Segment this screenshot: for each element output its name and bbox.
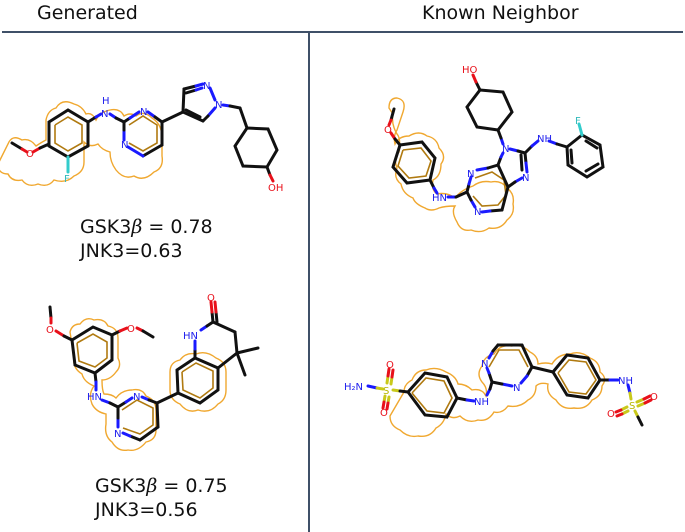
atom-label-nh: NH (474, 397, 489, 408)
gsk3b-label: GSK3 (80, 216, 132, 238)
atom-label-o: O (26, 149, 34, 160)
atom-label-n: N (467, 169, 474, 180)
atom-label-o: O (46, 325, 54, 336)
generated-2-scores: GSK3β = 0.75 JNK3=0.56 (95, 474, 228, 522)
atom-label-n: N (203, 81, 210, 92)
atom-label-o: O (380, 408, 388, 419)
gsk3b-value: = 0.78 (142, 216, 213, 238)
atom-label-f: F (64, 174, 70, 185)
atom-label-hn: HN (87, 392, 102, 403)
atom-label-o: O (384, 125, 392, 136)
atom-label-h: H (102, 96, 110, 107)
atom-label-o: O (386, 360, 394, 371)
atom-label-n: N (513, 383, 520, 394)
generated-1-scores: GSK3β = 0.78 JNK3=0.63 (80, 215, 213, 263)
atom-label-hn: HN (432, 193, 447, 204)
atom-label-n: N (114, 429, 121, 440)
atom-label-oh: OH (268, 183, 283, 194)
neighbor-molecule-1: HO O HN N N N N NH F (384, 65, 605, 233)
substructure-highlight (0, 101, 164, 187)
neighbor-molecule-2: H₂N S O O NH N N NH S O O (344, 343, 658, 438)
atom-label-o: O (127, 324, 135, 335)
atom-label-n: N (502, 144, 509, 155)
jnk3-score: JNK3=0.56 (95, 499, 198, 521)
atom-label-o: O (607, 409, 615, 420)
atom-label-n: N (474, 207, 481, 218)
jnk3-score: JNK3=0.63 (80, 240, 183, 262)
atom-label-o-carbonyl: O (207, 293, 215, 304)
atom-label-n: N (481, 359, 488, 370)
substructure-highlight (69, 317, 227, 452)
atom-label-s: S (629, 401, 635, 412)
gsk3b-score: GSK3β = 0.75 (95, 474, 228, 498)
gsk3b-score: GSK3β = 0.78 (80, 215, 213, 239)
atom-label-o: O (650, 392, 658, 403)
atom-label-n: N (522, 173, 529, 184)
generated-molecule-2: O O HN N N HN O (46, 293, 260, 452)
column-divider (308, 32, 310, 532)
substructure-highlight (388, 97, 515, 233)
generated-molecule-1: H N N N N N O F OH (0, 81, 283, 194)
atom-label-n: N (140, 107, 147, 118)
atom-label-n: N (215, 100, 222, 111)
atom-label-n: N (133, 392, 140, 403)
atom-label-hn-lactam: HN (183, 331, 198, 342)
atom-label-nh: NH (618, 376, 633, 387)
gsk3b-label: GSK3 (95, 475, 147, 497)
atom-label-n: N (101, 109, 108, 120)
header-divider (2, 31, 683, 33)
atom-label-h2n: H₂N (344, 382, 363, 393)
atom-label-nh: NH (537, 134, 552, 145)
generated-column-header: Generated (37, 2, 138, 24)
substructure-highlight (389, 344, 606, 438)
atom-label-n: N (121, 140, 128, 151)
beta-symbol: β (131, 216, 143, 238)
known-neighbor-column-header: Known Neighbor (422, 2, 579, 24)
atom-label-s: S (383, 386, 389, 397)
beta-symbol: β (146, 475, 158, 497)
atom-label-f: F (575, 116, 581, 127)
atom-label-ho: HO (462, 65, 478, 76)
gsk3b-value: = 0.75 (157, 475, 228, 497)
